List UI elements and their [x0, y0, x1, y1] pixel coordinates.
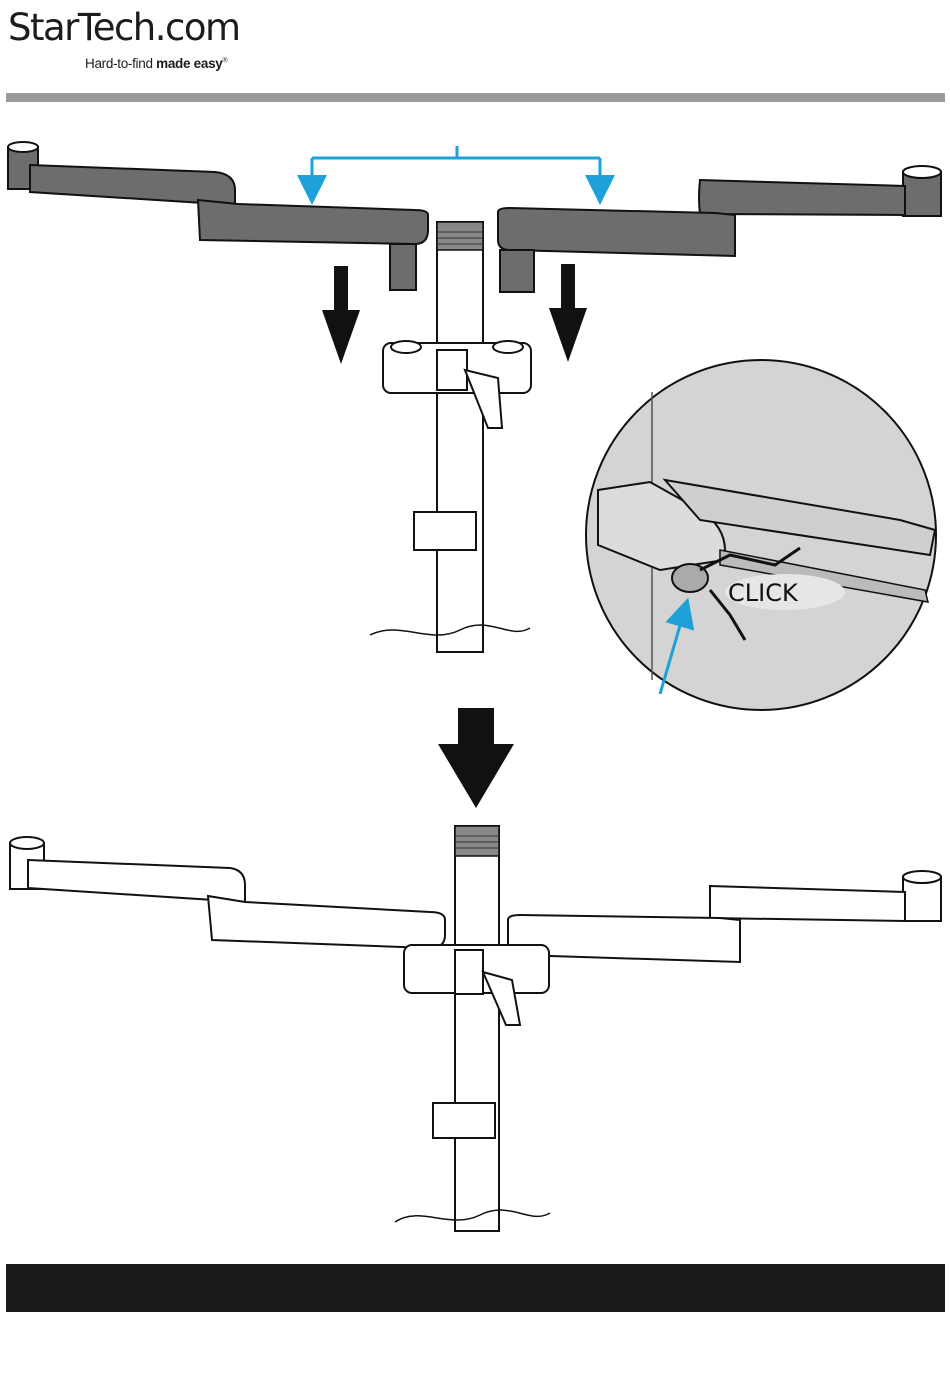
logo-wordmark: StarTech.com: [8, 6, 240, 50]
arm-left-bottom: [10, 837, 445, 948]
startech-logo: StarTech.com Hard-to-find made easy®: [8, 6, 258, 76]
tagline-bold: made easy: [156, 56, 222, 71]
assembly-illustration: CLICK: [0, 110, 950, 1260]
detail-callout: CLICK: [586, 360, 936, 710]
header-divider: [6, 93, 945, 102]
blue-bracket-arrows: [312, 146, 600, 190]
big-down-arrow: [438, 708, 514, 808]
footer-bar: [6, 1264, 945, 1312]
arm-right-bottom: [508, 871, 941, 962]
registered-mark: ®: [223, 58, 228, 65]
logo-tagline: Hard-to-find made easy®: [85, 56, 227, 71]
tagline-plain: Hard-to-find: [85, 56, 156, 71]
pole-bottom: [395, 826, 550, 1231]
arm-left-top: [8, 142, 428, 290]
click-label: CLICK: [728, 579, 799, 607]
